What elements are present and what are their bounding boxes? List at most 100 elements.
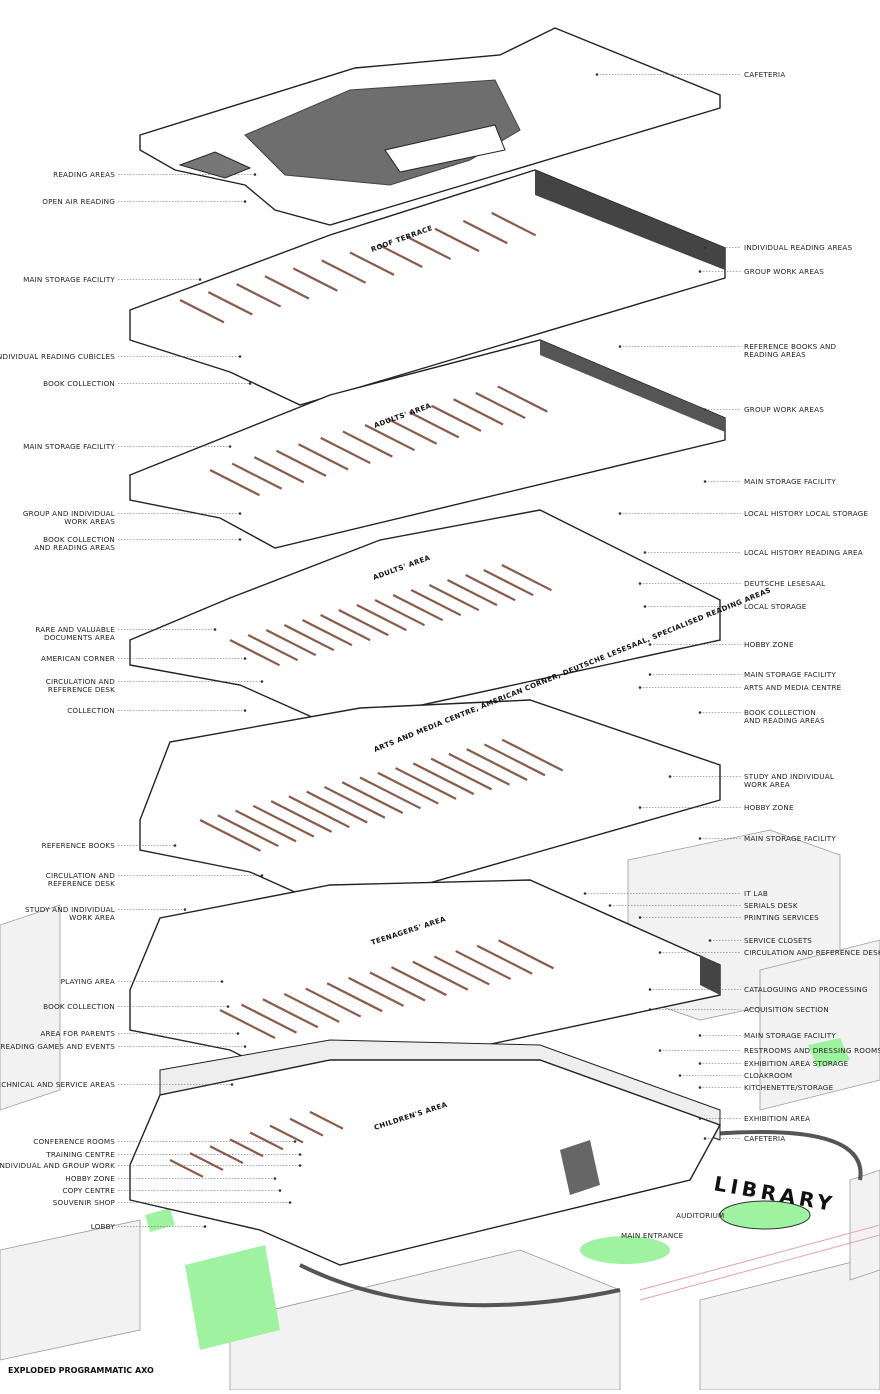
callout-label: TRAINING CENTRE xyxy=(45,1150,115,1159)
shelf-row xyxy=(252,804,315,838)
leader-dot xyxy=(293,1140,297,1143)
callout-label: DOCUMENTS AREA xyxy=(44,633,115,642)
shelf-row xyxy=(412,960,469,991)
callout-label: CONFERENCE ROOMS xyxy=(33,1137,115,1146)
callout-label: ARTS AND MEDIA CENTRE xyxy=(744,683,842,692)
callout-label: AND READING AREAS xyxy=(34,543,115,552)
leader-dot xyxy=(213,628,217,631)
callout-label: READING GAMES AND EVENTS xyxy=(0,1042,115,1051)
callout-label: HOBBY ZONE xyxy=(744,640,794,649)
leader-dot xyxy=(668,775,672,778)
callout-label: CAFETERIA xyxy=(744,70,785,79)
leader-dot xyxy=(618,345,622,348)
leader-dot xyxy=(228,445,232,448)
callout-label: SERVICE CLOSETS xyxy=(744,936,812,945)
callout-label: WORK AREA xyxy=(69,913,115,922)
shelf-row xyxy=(283,624,335,652)
shelf-row xyxy=(369,971,426,1002)
callout-label: ACQUISITION SECTION xyxy=(744,1005,829,1014)
shelf-row xyxy=(465,574,516,602)
shelf-row xyxy=(269,1124,304,1144)
callout-label: INDIVIDUAL READING AREAS xyxy=(744,243,852,252)
right-callouts: CAFETERIA INDIVIDUAL READING AREAS GROUP W… xyxy=(583,70,880,1143)
shelf-row xyxy=(395,767,457,800)
shelf-row xyxy=(275,449,327,477)
callout-label: READING AREAS xyxy=(53,170,115,179)
shelf-row xyxy=(306,790,368,824)
ground-label: MAIN ENTRANCE xyxy=(621,1231,684,1240)
shelf-row xyxy=(326,982,383,1013)
leader-dot xyxy=(183,908,187,911)
shelf-row xyxy=(169,1159,204,1178)
shelf-row xyxy=(270,800,333,833)
leader-dot xyxy=(643,551,647,554)
callout-label: GROUP WORK AREAS xyxy=(744,405,824,414)
shelf-row xyxy=(309,1110,344,1130)
shelf-row xyxy=(283,992,340,1023)
shelf-row xyxy=(483,569,534,597)
callout-label: EXHIBITION AREA STORAGE xyxy=(744,1059,849,1068)
leader-dot xyxy=(638,686,642,689)
callout-label: STUDY AND INDIVIDUAL xyxy=(744,772,834,781)
shelf-row xyxy=(219,1009,276,1039)
shelf-row xyxy=(483,743,546,777)
shelf-row xyxy=(434,227,480,253)
shelf-row xyxy=(320,614,371,642)
shelf-row xyxy=(229,639,280,667)
context-building xyxy=(849,1169,880,1281)
shelf-row xyxy=(236,283,282,308)
leader-dot xyxy=(643,605,647,608)
leader-dot xyxy=(236,1032,240,1035)
leader-dot xyxy=(698,837,702,840)
leader-dot xyxy=(198,278,202,281)
shelf-row xyxy=(292,267,338,292)
shelf-row xyxy=(298,443,349,471)
ground-label: AUDITORIUM xyxy=(676,1211,724,1220)
callout-label: RESTROOMS AND DRESSING ROOMS xyxy=(744,1046,880,1055)
callout-label: TECHNICAL AND SERVICE AREAS xyxy=(0,1080,115,1089)
context-building xyxy=(699,1259,880,1391)
shelf-row xyxy=(491,211,537,237)
diagram-title: EXPLODED PROGRAMMATIC AXO xyxy=(8,1366,154,1375)
callout-label: LOCAL HISTORY READING AREA xyxy=(744,548,863,557)
roof-terrace-slab xyxy=(139,27,721,226)
shelf-row xyxy=(428,584,480,612)
leader-dot xyxy=(273,1177,277,1180)
leader-dot xyxy=(703,480,707,483)
shelf-row xyxy=(433,955,490,986)
leader-dot xyxy=(703,1137,707,1140)
callout-label: LOBBY xyxy=(91,1222,116,1231)
leader-dot xyxy=(658,1049,662,1052)
shelf-row xyxy=(412,762,475,796)
ground-floor-slab xyxy=(129,1039,722,1266)
floor-3-slab xyxy=(129,509,721,726)
leader-dot xyxy=(698,711,702,714)
callout-label: MAIN STORAGE FACILITY xyxy=(744,834,836,843)
shelf-row xyxy=(501,564,552,592)
callout-label: BOOK COLLECTION xyxy=(43,1002,115,1011)
callout-label: HOBBY ZONE xyxy=(744,803,794,812)
shelf-row xyxy=(390,966,447,997)
callout-label: MAIN STORAGE FACILITY xyxy=(744,1031,836,1040)
callout-label: WORK AREAS xyxy=(64,517,115,526)
street-line xyxy=(639,1234,880,1301)
callout-label: MAIN STORAGE FACILITY xyxy=(744,477,836,486)
leader-dot xyxy=(173,844,177,847)
shelf-row xyxy=(265,629,317,657)
callout-label: PLAYING AREA xyxy=(61,977,115,986)
shelving-rows xyxy=(169,211,564,1178)
shelf-row xyxy=(320,436,371,465)
shelf-row xyxy=(262,998,319,1029)
leader-dot xyxy=(698,270,702,273)
callout-label: SOUVENIR SHOP xyxy=(53,1198,116,1207)
shelf-row xyxy=(377,243,423,268)
leader-dot xyxy=(648,988,652,991)
leader-dot xyxy=(238,512,242,515)
shelf-row xyxy=(207,291,253,316)
leader-dot xyxy=(288,1201,292,1204)
shelf-row xyxy=(359,776,421,810)
leader-dot xyxy=(698,1117,702,1120)
leader-dot xyxy=(648,643,652,646)
callout-label: REFERENCE BOOKS AND xyxy=(744,342,837,351)
